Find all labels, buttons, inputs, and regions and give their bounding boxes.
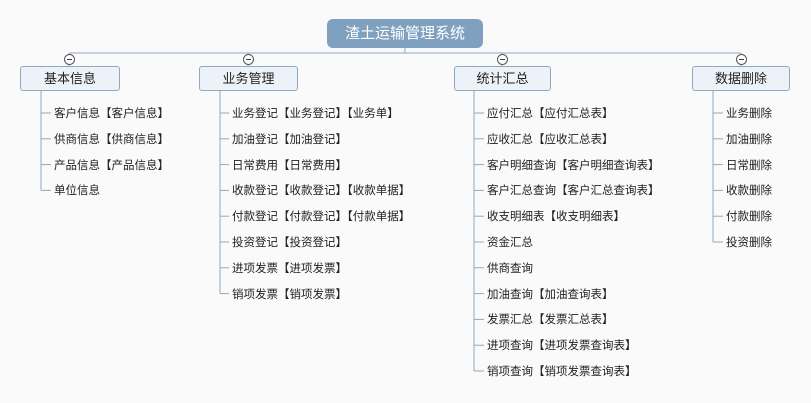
leaf-node[interactable]: 付款删除 (726, 209, 772, 224)
leaf-node[interactable]: 单位信息 (54, 183, 100, 198)
leaf-node[interactable]: 投资删除 (726, 235, 772, 249)
leaf-node[interactable]: 应付汇总【应付汇总表】 (487, 106, 614, 120)
leaf-node[interactable]: 收支明细表【收支明细表】 (487, 209, 625, 224)
leaf-node[interactable]: 销项查询【销项发票查询表】 (487, 364, 637, 378)
leaf-node[interactable]: 供商信息【供商信息】 (54, 131, 169, 146)
leaf-node[interactable]: 付款登记【付款登记】【付款单据】 (232, 209, 411, 224)
leaf-node[interactable]: 投资登记【投资登记】 (232, 235, 347, 249)
leaf-node[interactable]: 销项发票【销项发票】 (232, 286, 347, 301)
collapse-toggle-icon[interactable] (496, 53, 508, 65)
category-node[interactable]: 业务管理 (199, 66, 298, 91)
leaf-node[interactable]: 日常费用【日常费用】 (232, 157, 347, 172)
leaf-node[interactable]: 客户汇总查询【客户汇总查询表】 (487, 183, 660, 198)
category-node[interactable]: 统计汇总 (454, 66, 551, 91)
leaf-node[interactable]: 产品信息【产品信息】 (54, 157, 169, 172)
leaf-node[interactable]: 客户信息【客户信息】 (54, 106, 169, 120)
leaf-node[interactable]: 加油登记【加油登记】 (232, 131, 347, 146)
leaf-node[interactable]: 业务登记【业务登记】【业务单】 (232, 106, 399, 120)
leaf-node[interactable]: 发票汇总【发票汇总表】 (487, 312, 614, 327)
category-node[interactable]: 数据删除 (692, 66, 790, 91)
root-node[interactable]: 渣土运输管理系统 (327, 19, 483, 48)
leaf-node[interactable]: 进项发票【进项发票】 (232, 260, 347, 275)
collapse-toggle-icon[interactable] (242, 53, 254, 65)
leaf-node[interactable]: 应收汇总【应收汇总表】 (487, 131, 614, 146)
leaf-node[interactable]: 加油删除 (726, 131, 772, 146)
collapse-toggle-icon[interactable] (63, 53, 75, 65)
leaf-node[interactable]: 业务删除 (726, 106, 772, 120)
leaf-node[interactable]: 日常删除 (726, 157, 772, 172)
leaf-node[interactable]: 客户明细查询【客户明细查询表】 (487, 157, 660, 172)
collapse-toggle-icon[interactable] (735, 53, 747, 65)
leaf-node[interactable]: 资金汇总 (487, 235, 533, 249)
category-node[interactable]: 基本信息 (20, 66, 120, 91)
leaf-node[interactable]: 进项查询【进项发票查询表】 (487, 338, 637, 353)
leaf-node[interactable]: 加油查询【加油查询表】 (487, 286, 614, 301)
leaf-node[interactable]: 收款登记【收款登记】【收款单据】 (232, 183, 411, 198)
leaf-node[interactable]: 收款删除 (726, 183, 772, 198)
leaf-node[interactable]: 供商查询 (487, 260, 533, 275)
